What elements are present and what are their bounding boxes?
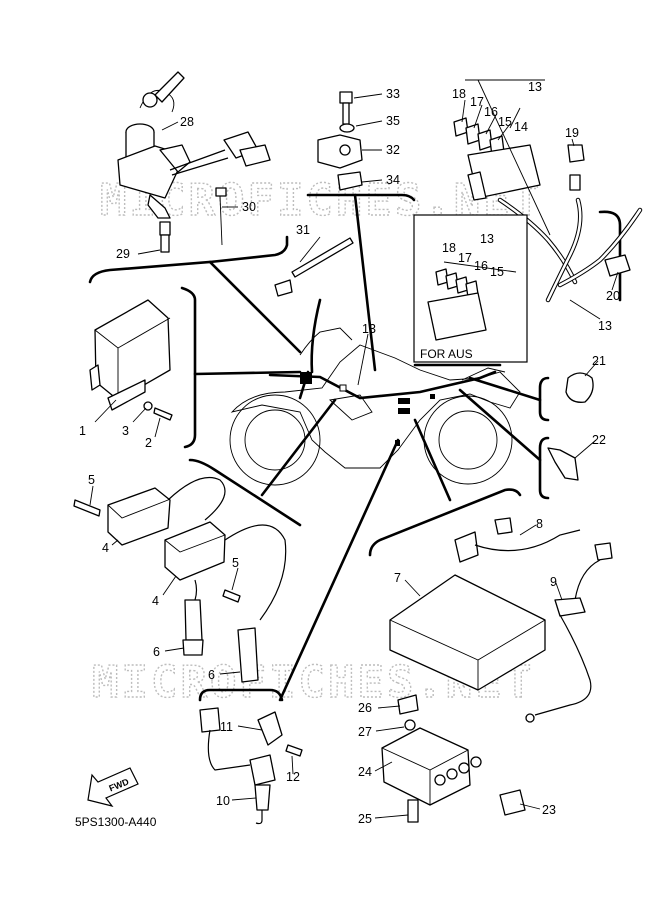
- callout-26: 26: [358, 701, 372, 715]
- callout-25: 25: [358, 812, 372, 826]
- callout-13-aus: 13: [480, 232, 494, 246]
- part-cable-tie-30: [215, 187, 227, 246]
- callout-5-right: 5: [232, 556, 239, 570]
- callout-27: 27: [358, 725, 372, 739]
- part-battery-group: [389, 517, 613, 723]
- fwd-arrow: FWD: [87, 767, 139, 807]
- harness-markers: [268, 370, 497, 446]
- callout-21: 21: [592, 354, 606, 368]
- callout-29: 29: [116, 247, 130, 261]
- callout-9: 9: [550, 575, 557, 589]
- callout-13-center: 13: [362, 322, 376, 336]
- callout-30: 30: [242, 200, 256, 214]
- callout-7: 7: [394, 571, 401, 585]
- callout-24: 24: [358, 765, 372, 779]
- part-ecu: [89, 299, 173, 421]
- callout-18-top: 18: [452, 87, 466, 101]
- part-ignition-coils: [73, 476, 287, 683]
- callout-15-aus: 15: [490, 265, 504, 279]
- callout-2: 2: [145, 436, 152, 450]
- callout-15-top: 15: [498, 115, 512, 129]
- callout-18-aus: 18: [442, 241, 456, 255]
- callout-6-left: 6: [153, 645, 160, 659]
- callout-13-top: 13: [528, 80, 542, 94]
- callout-4-right: 4: [152, 594, 159, 608]
- for-aus-label: FOR AUS: [420, 347, 473, 361]
- callout-5-left: 5: [88, 473, 95, 487]
- callout-17-top: 17: [470, 95, 484, 109]
- callout-33: 33: [386, 87, 400, 101]
- callout-8: 8: [536, 517, 543, 531]
- callout-3: 3: [122, 424, 129, 438]
- callout-10: 10: [216, 794, 230, 808]
- callout-17-aus: 17: [458, 251, 472, 265]
- callout-23: 23: [542, 803, 556, 817]
- part-rectifier-group: [381, 694, 526, 823]
- group-leader-lines: [88, 193, 622, 702]
- callout-12: 12: [286, 770, 300, 784]
- callout-leaders: [89, 93, 619, 819]
- callout-34: 34: [386, 173, 400, 187]
- callout-6-right: 6: [208, 668, 215, 682]
- part-clamps-21-22: [547, 372, 594, 481]
- callout-31: 31: [296, 223, 310, 237]
- diagram-code: 5PS1300-A440: [75, 815, 157, 829]
- callout-11: 11: [220, 720, 233, 734]
- callout-1: 1: [79, 424, 86, 438]
- for-aus-inset: [413, 214, 528, 363]
- callout-22: 22: [592, 433, 606, 447]
- callout-20: 20: [606, 289, 620, 303]
- callout-labels: 28 30 29 31 33 35 32 34 13 18 17 16 15 1…: [75, 80, 620, 829]
- callout-16-aus: 16: [474, 259, 488, 273]
- callout-19: 19: [565, 126, 579, 140]
- callout-13-right: 13: [598, 319, 612, 333]
- callout-32: 32: [386, 143, 400, 157]
- callout-28: 28: [180, 115, 194, 129]
- callout-35: 35: [386, 114, 400, 128]
- part-relay-group-top: [317, 91, 363, 191]
- callout-4-left: 4: [102, 541, 109, 555]
- part-main-switch: [117, 71, 271, 253]
- callout-14: 14: [514, 120, 528, 134]
- callout-16-top: 16: [484, 105, 498, 119]
- part-fuse-box-group: [453, 79, 643, 303]
- part-band-31: [274, 237, 354, 297]
- part-sensor-group: [199, 707, 303, 825]
